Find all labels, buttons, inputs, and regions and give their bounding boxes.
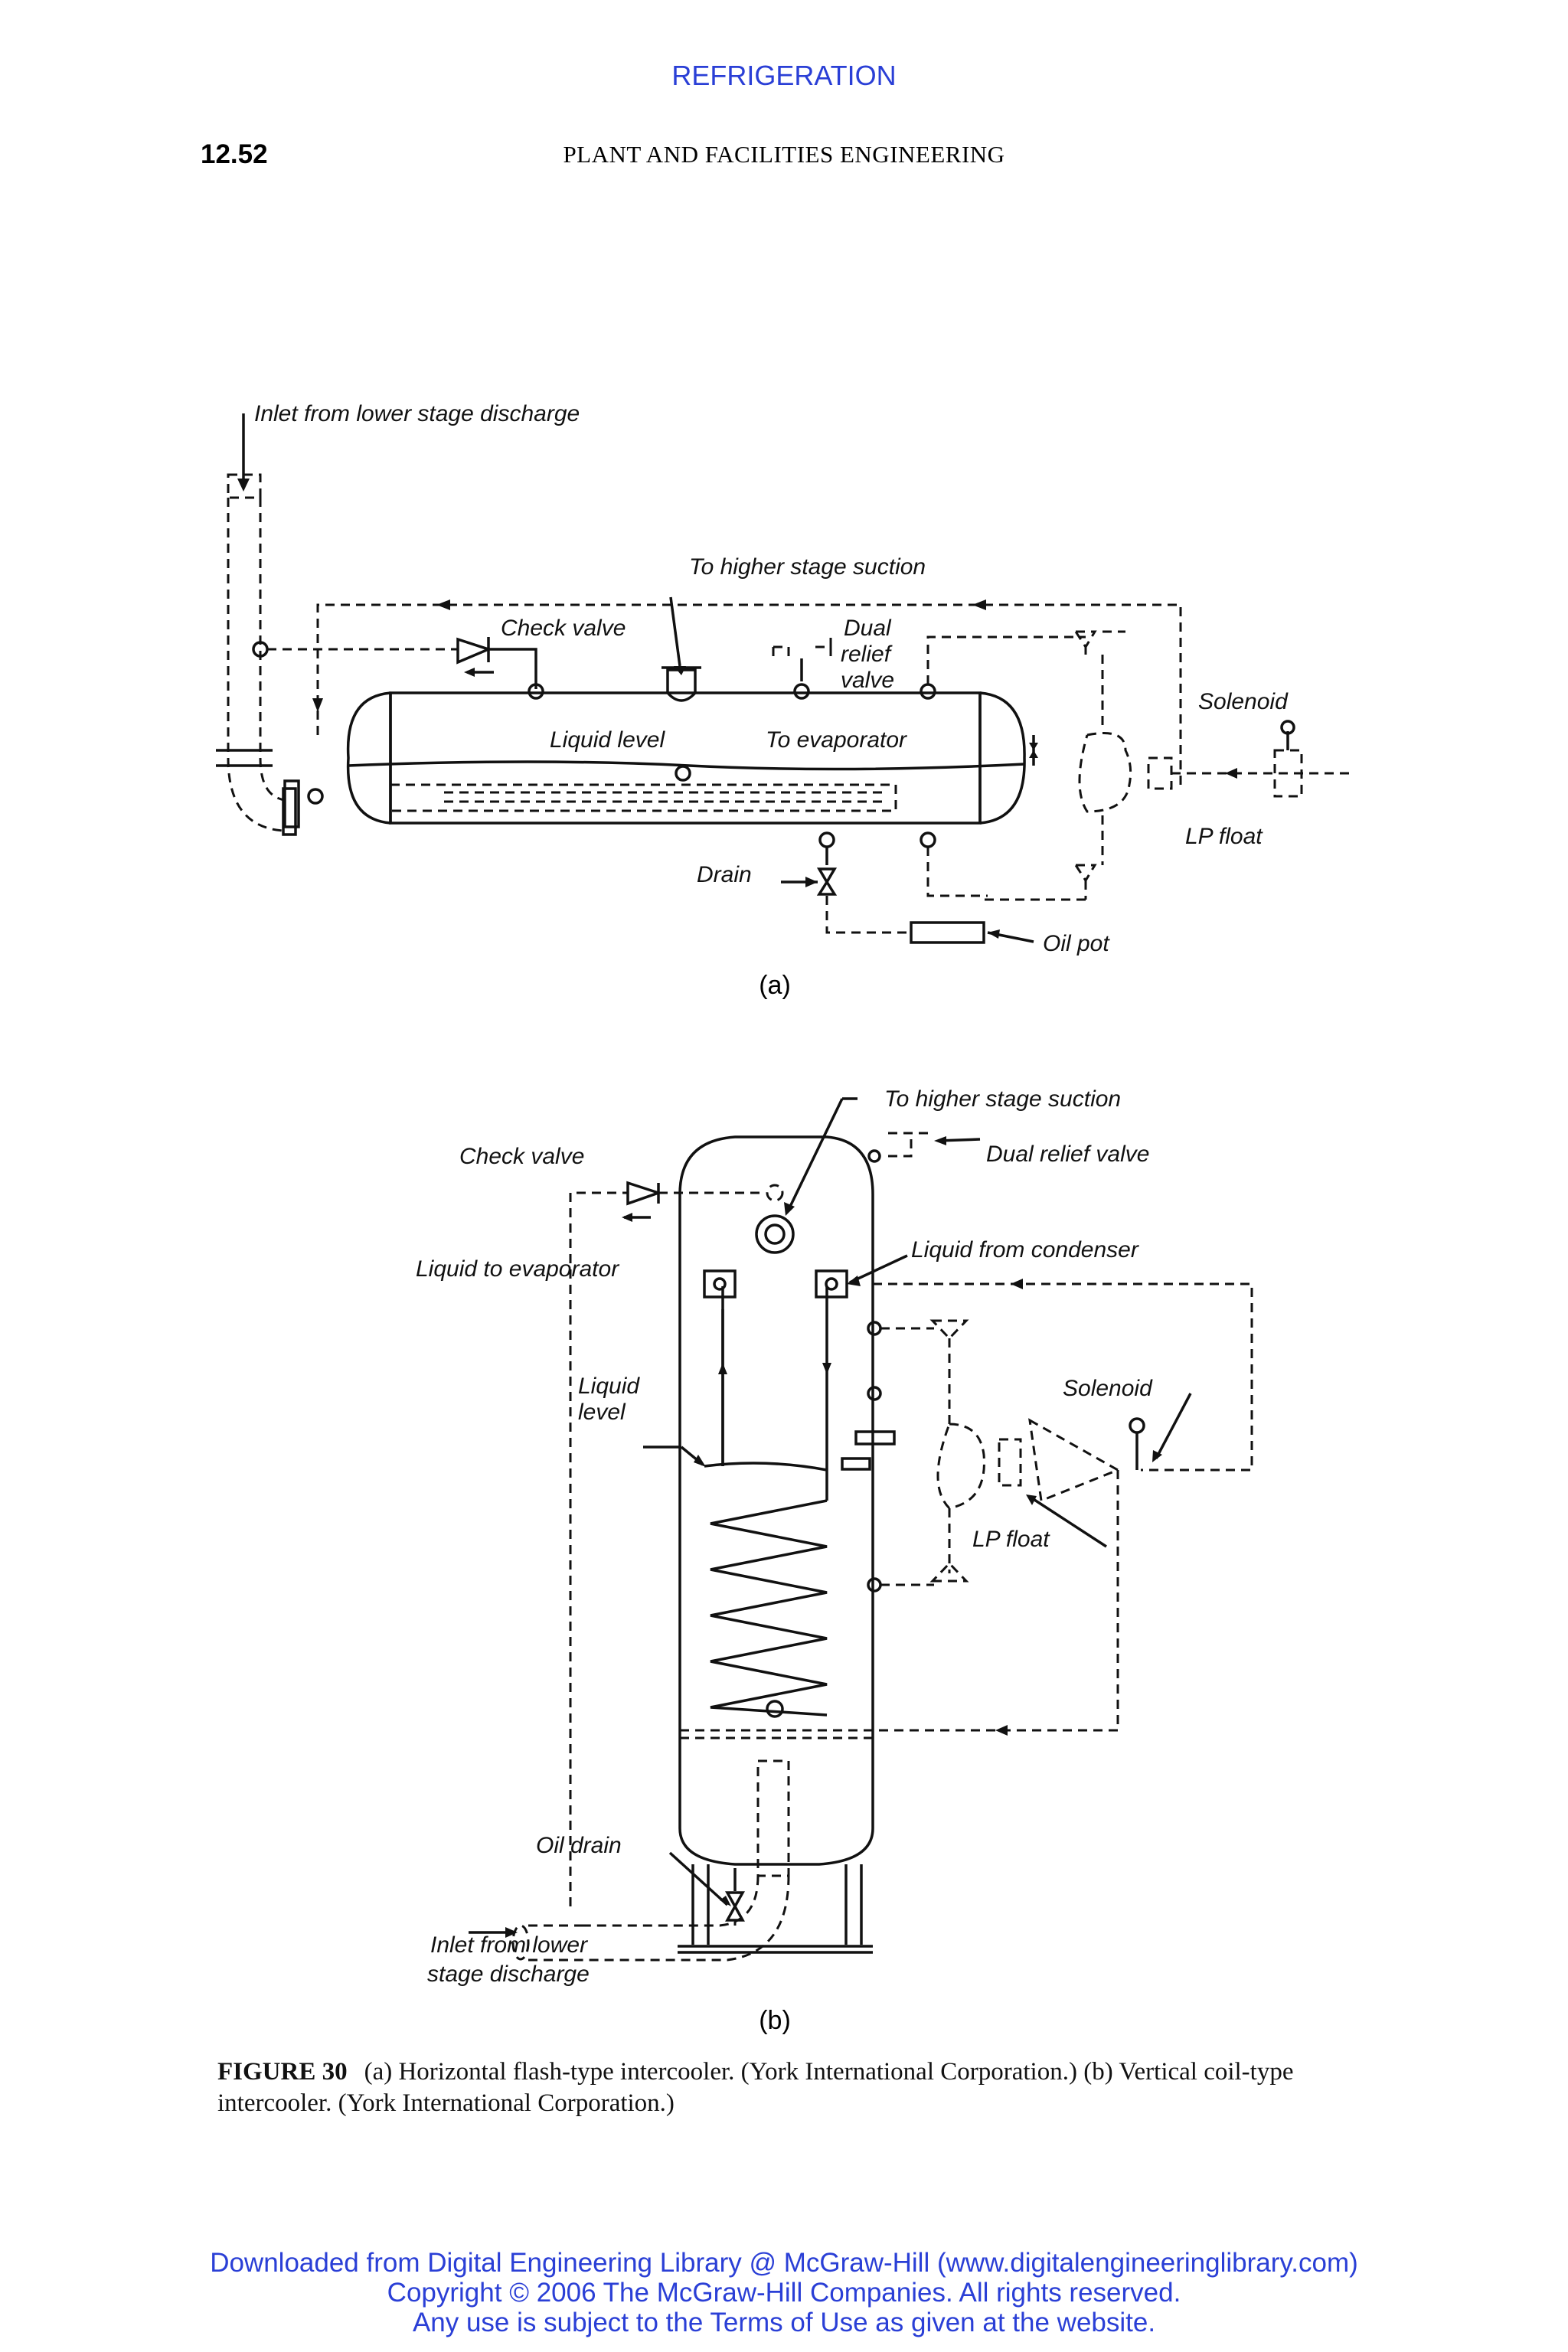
figure-caption: FIGURE 30(a) Horizontal flash-type inter…: [217, 2056, 1366, 2119]
label-liquid-from-condenser: Liquid from condenser: [911, 1237, 1139, 1263]
figure-a-diagram: Inlet from lower stage discharge To high…: [216, 401, 1355, 1000]
check-valve: [252, 637, 544, 700]
label-inlet: Inlet from lower stage discharge: [254, 401, 580, 426]
label-lp-float: LP float: [972, 1527, 1050, 1552]
label-liquid-to-evaporator: Liquid to evaporator: [416, 1256, 619, 1282]
figure-b-diagram: To higher stage suction Check valve Dual…: [416, 1086, 1253, 2035]
footer-terms: Any use is subject to the Terms of Use a…: [412, 2308, 1156, 2337]
dual-relief-valve: [867, 1132, 981, 1163]
footer-copyright: Copyright © 2006 The McGraw-Hill Compani…: [387, 2278, 1181, 2308]
running-head: PLANT AND FACILITIES ENGINEERING: [563, 141, 1005, 168]
drain-and-oil-pot: [781, 831, 1034, 944]
label-inlet-line2: stage discharge: [427, 1962, 590, 1987]
suction-nozzle: [755, 1097, 858, 1254]
coil: [703, 1269, 848, 1718]
condenser-line: [847, 1254, 1253, 1472]
label-liquid: Liquid: [578, 1374, 640, 1399]
label-level: level: [578, 1400, 626, 1425]
suction-nozzle: [662, 596, 701, 702]
dual-relief-valve: [772, 635, 832, 700]
section-title: REFRIGERATION: [671, 60, 897, 91]
caption-label: FIGURE 30: [217, 2058, 348, 2086]
check-valve: [569, 1181, 784, 1906]
return-line: [312, 599, 1182, 785]
label-inlet-line1: Inlet from lower: [430, 1932, 588, 1958]
page-header: REFRIGERATION 12.52 PLANT AND FACILITIES…: [0, 0, 1568, 184]
label-drain: Drain: [697, 862, 752, 887]
label-to-evaporator: To evaporator: [766, 727, 907, 753]
lp-float-piping: [920, 630, 1355, 901]
horizontal-vessel: [283, 691, 1026, 828]
page-number: 12.52: [201, 139, 268, 169]
label-check-valve: Check valve: [501, 616, 626, 641]
label-dual: Dual: [844, 616, 892, 641]
label-valve: valve: [841, 668, 894, 693]
return-line: [873, 1470, 1119, 1736]
label-liquid-level: Liquid level: [550, 727, 665, 753]
page-footer: Downloaded from Digital Engineering Libr…: [0, 2248, 1568, 2337]
label-lp-float: LP float: [1185, 824, 1263, 849]
caption-text: (a) Horizontal flash-type intercooler. (…: [217, 2058, 1294, 2117]
footer-download-link[interactable]: Downloaded from Digital Engineering Libr…: [210, 2248, 1358, 2278]
vertical-vessel: [678, 1135, 874, 1954]
figure-a-label: (a): [759, 971, 791, 1000]
label-solenoid: Solenoid: [1198, 689, 1289, 714]
label-oil-drain: Oil drain: [536, 1833, 622, 1858]
inlet-pipe: [216, 413, 297, 836]
label-oil-pot: Oil pot: [1043, 931, 1110, 956]
figure-b-label: (b): [759, 2006, 791, 2035]
label-to-higher-stage: To higher stage suction: [884, 1086, 1121, 1112]
oil-drain-and-inlet: [469, 1759, 790, 1962]
liquid-level-pointer: [643, 1446, 706, 1467]
label-relief: relief: [841, 642, 893, 667]
lp-float-assembly: [841, 1319, 1192, 1592]
label-to-higher-stage: To higher stage suction: [689, 554, 926, 580]
label-check-valve: Check valve: [459, 1144, 584, 1169]
label-dual-relief: Dual relief valve: [986, 1142, 1149, 1167]
label-solenoid: Solenoid: [1063, 1376, 1153, 1401]
